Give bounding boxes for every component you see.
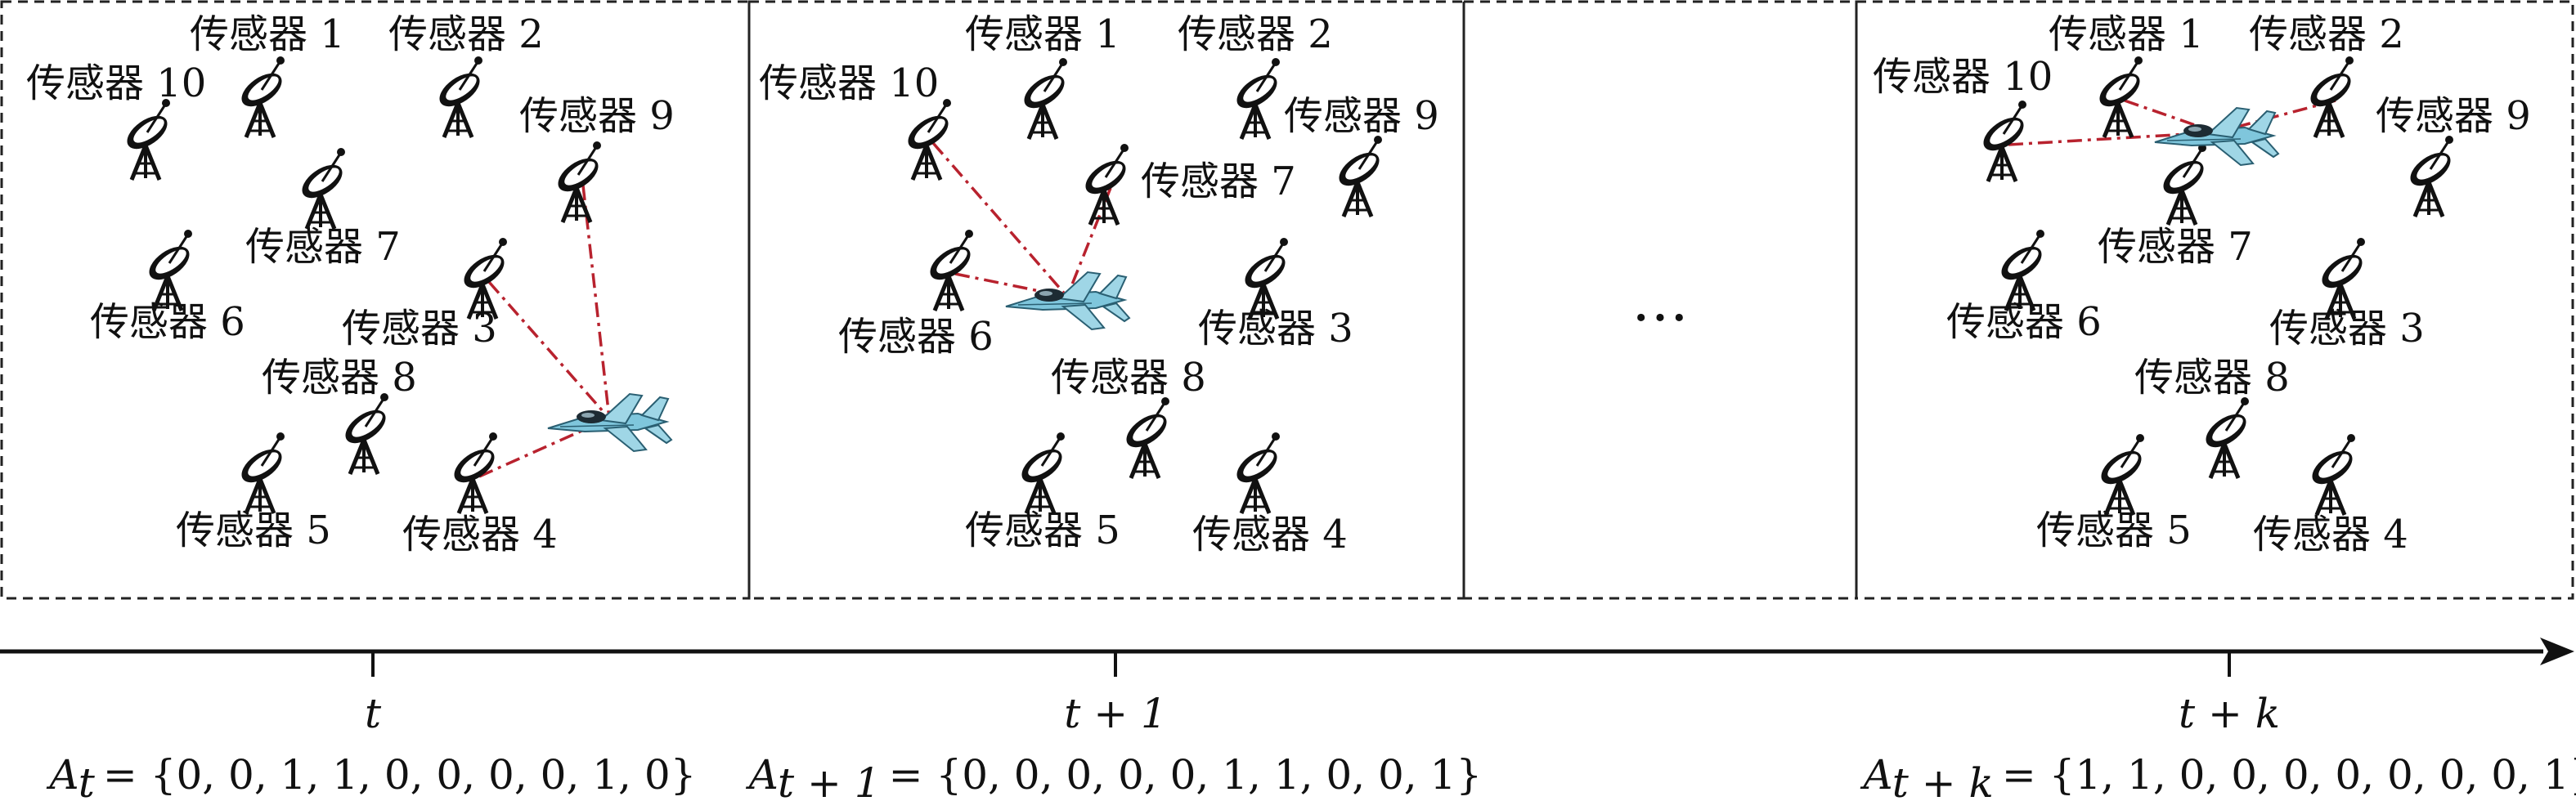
time-axis-arrowhead bbox=[2540, 638, 2574, 665]
sensor-label-9: 传感器 9 bbox=[1284, 93, 1439, 139]
radar-dish-icon bbox=[121, 99, 173, 180]
link-sensor-10 bbox=[931, 141, 1069, 298]
radar-dish-icon bbox=[1079, 144, 1131, 225]
radar-dish-icon bbox=[902, 99, 954, 180]
sensor-label-8: 传感器 8 bbox=[262, 355, 417, 401]
panel-3: 传感器 1 传感器 2 传感器 3 传感器 4 传感器 5 传感器 6 传感器 7 传感器 8… bbox=[1873, 11, 2531, 557]
sensor-label-8: 传感器 8 bbox=[1051, 355, 1206, 401]
tick-label-tk: t + k bbox=[2179, 690, 2280, 737]
sensor-label-5: 传感器 5 bbox=[176, 508, 331, 553]
radar-dish-icon bbox=[2094, 56, 2145, 137]
sensor-label-4: 传感器 4 bbox=[402, 512, 558, 557]
set-value: = {0, 0, 0, 0, 0, 1, 1, 0, 0, 1} bbox=[889, 751, 1483, 799]
sensor-label-3: 传感器 3 bbox=[342, 306, 497, 351]
link-sensor-3 bbox=[487, 280, 611, 420]
sensor-label-1: 传感器 1 bbox=[2049, 11, 2204, 57]
link-sensor-7 bbox=[1066, 187, 1112, 298]
radar-dish-icon bbox=[2306, 434, 2358, 515]
radar-dish-icon bbox=[236, 56, 287, 137]
sensor-label-7: 传感器 7 bbox=[1141, 159, 1296, 204]
sensor-label-9: 传感器 9 bbox=[2376, 93, 2531, 139]
panel-frame-t bbox=[0, 0, 751, 600]
sensor-label-1: 传感器 1 bbox=[965, 11, 1120, 57]
sensor-label-10: 传感器 10 bbox=[759, 60, 939, 106]
sensor-label-5: 传感器 5 bbox=[2036, 508, 2192, 553]
panel-1: 传感器 1 传感器 2 传感器 3 传感器 4 传感器 5 传感器 6 传感器 7 传感器 8… bbox=[759, 11, 1439, 557]
link-sensor-10 bbox=[2008, 131, 2217, 146]
set-var: A bbox=[47, 751, 79, 799]
tick-label-t: t bbox=[365, 690, 382, 737]
set-value: = {1, 1, 0, 0, 0, 0, 0, 0, 0, 1} bbox=[2002, 751, 2576, 799]
radar-dish-icon bbox=[1120, 397, 1172, 478]
activation-set-tk: At + k= {1, 1, 0, 0, 0, 0, 0, 0, 0, 1} bbox=[1860, 751, 2576, 807]
sensor-label-5: 传感器 5 bbox=[965, 508, 1120, 553]
radar-dish-icon bbox=[2157, 144, 2209, 225]
radar-dish-icon bbox=[1018, 58, 1070, 139]
sensor-label-2: 传感器 2 bbox=[388, 11, 544, 57]
radar-dish-icon bbox=[339, 393, 391, 474]
radar-dish-icon bbox=[2404, 136, 2456, 217]
sensor-label-4: 传感器 4 bbox=[2253, 512, 2408, 557]
set-var: A bbox=[1860, 751, 1892, 799]
sensor-label-10: 传感器 10 bbox=[1873, 54, 2053, 100]
radar-dish-icon bbox=[1231, 58, 1282, 139]
sensor-label-9: 传感器 9 bbox=[519, 93, 675, 139]
set-sub: t + 1 bbox=[778, 759, 881, 807]
radar-dish-icon bbox=[1977, 101, 2029, 181]
sensor-label-2: 传感器 2 bbox=[1178, 11, 1333, 57]
sensor-label-7: 传感器 7 bbox=[2098, 224, 2253, 270]
set-sub: t bbox=[79, 759, 96, 807]
sensor-label-2: 传感器 2 bbox=[2249, 11, 2404, 57]
radar-dish-icon bbox=[552, 141, 604, 222]
radar-dish-icon bbox=[296, 148, 348, 229]
activation-set-t: At= {0, 0, 1, 1, 0, 0, 0, 0, 1, 0} bbox=[47, 751, 697, 807]
sensor-label-6: 传感器 6 bbox=[1946, 299, 2102, 345]
sensor-label-3: 传感器 3 bbox=[2269, 306, 2425, 351]
tick-label-t1: t + 1 bbox=[1064, 690, 1167, 737]
fighter-jet-icon bbox=[1005, 271, 1130, 330]
sensor-label-7: 传感器 7 bbox=[245, 224, 401, 270]
link-sensor-9 bbox=[581, 185, 611, 419]
radar-dish-icon bbox=[1333, 136, 1384, 217]
sensor-label-3: 传感器 3 bbox=[1198, 306, 1353, 351]
radar-dish-icon bbox=[2304, 56, 2356, 137]
radar-dish-icon bbox=[2095, 434, 2147, 515]
set-sub: t + k bbox=[1892, 759, 1994, 807]
sensor-label-1: 传感器 1 bbox=[190, 11, 345, 57]
sensor-label-4: 传感器 4 bbox=[1192, 512, 1348, 557]
activation-set-t1: At + 1= {0, 0, 0, 0, 0, 1, 1, 0, 0, 1} bbox=[746, 751, 1482, 807]
ellipsis-text: … bbox=[1631, 267, 1689, 334]
fighter-jet-icon bbox=[547, 393, 672, 452]
sensor-label-8: 传感器 8 bbox=[2134, 355, 2290, 401]
set-var: A bbox=[746, 751, 778, 799]
radar-dish-icon bbox=[924, 230, 976, 311]
radar-dish-icon bbox=[1231, 432, 1282, 513]
set-value: = {0, 0, 1, 1, 0, 0, 0, 0, 1, 0} bbox=[103, 751, 697, 799]
radar-dish-icon bbox=[236, 432, 287, 513]
radar-dish-icon bbox=[1016, 432, 1067, 513]
sensor-label-6: 传感器 6 bbox=[90, 299, 245, 345]
radar-dish-icon bbox=[433, 56, 485, 137]
sensor-label-10: 传感器 10 bbox=[26, 60, 206, 106]
sensor-label-6: 传感器 6 bbox=[838, 314, 994, 360]
radar-dish-icon bbox=[448, 432, 500, 513]
radar-dish-icon bbox=[2200, 397, 2251, 478]
